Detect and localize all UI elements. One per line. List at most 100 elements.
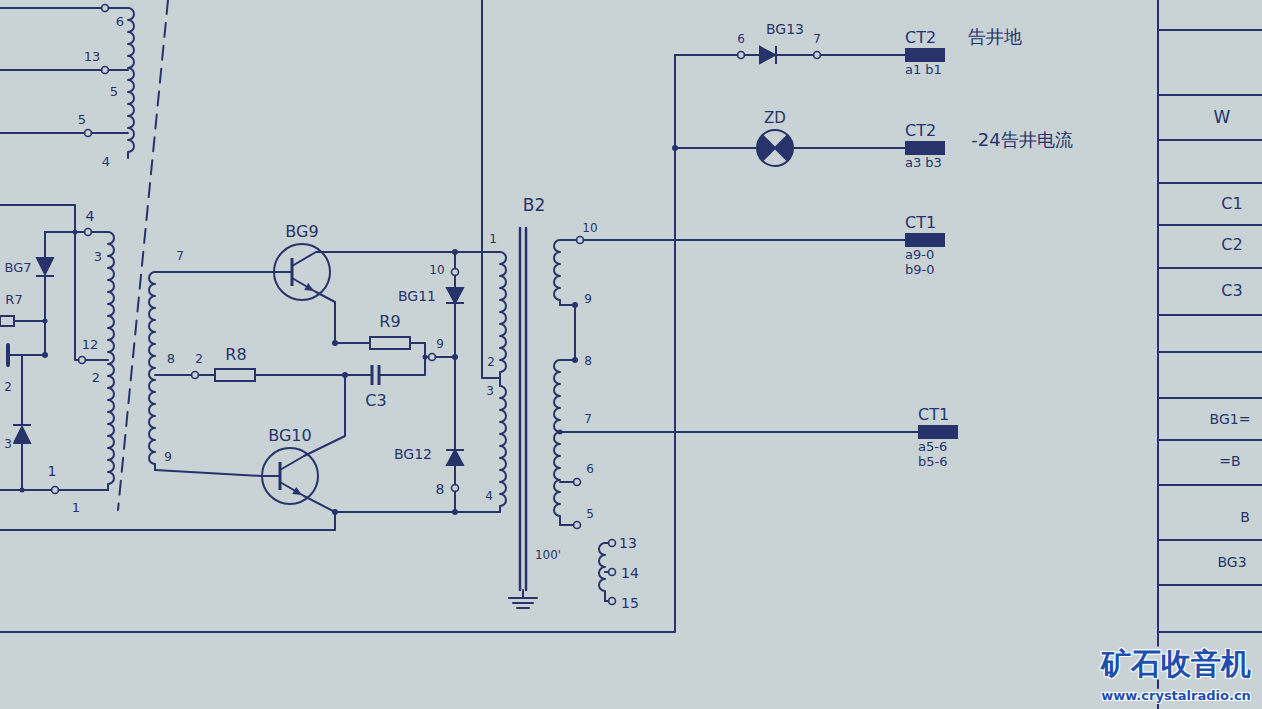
callout-label: 1 <box>488 233 498 246</box>
callout-label: BG7 <box>3 261 32 275</box>
wire <box>675 147 756 149</box>
callout-label: 13 <box>83 50 102 64</box>
callout-label: 1 <box>47 464 58 479</box>
connector-terminal <box>577 237 584 244</box>
wire <box>560 524 574 526</box>
connector-terminal <box>192 372 199 379</box>
wire <box>316 251 500 253</box>
wire <box>776 54 814 56</box>
table-line <box>1158 224 1262 226</box>
junction-dot <box>452 249 458 255</box>
connector-terminal <box>102 5 109 12</box>
transistor-symbol <box>260 446 320 506</box>
callout-label: 5 <box>77 113 87 127</box>
transistor-body <box>262 448 318 504</box>
coil-symbol <box>108 232 114 490</box>
callout-label: 8 <box>583 355 593 368</box>
callout-label: 6 <box>115 15 125 29</box>
table-line <box>1158 267 1262 269</box>
callout-label: 3 <box>93 250 103 264</box>
transistor-body <box>274 244 330 300</box>
wire <box>0 7 102 9</box>
callout-label: 7 <box>812 33 822 46</box>
callout-label: 10 <box>428 264 445 277</box>
wire <box>92 132 129 134</box>
callout-label: 告井地 <box>967 27 1023 47</box>
callout-label: C3 <box>364 392 387 410</box>
table-line <box>1158 397 1262 399</box>
connector-terminal <box>574 522 581 529</box>
wire <box>199 374 216 376</box>
diode-symbol <box>37 258 53 274</box>
callout-label: 3 <box>3 438 13 451</box>
wire <box>155 470 262 476</box>
collector-lead <box>280 456 304 470</box>
lamp-cross <box>762 135 787 160</box>
wire <box>584 239 906 241</box>
callout-label: 10 <box>581 222 598 235</box>
emitter-arrow <box>292 487 302 495</box>
connector-terminal <box>609 540 616 547</box>
wire <box>0 69 102 71</box>
connector-terminal <box>609 569 616 576</box>
junction-dot <box>73 230 78 235</box>
diode-symbol <box>760 47 775 63</box>
diode-symbol <box>447 450 463 465</box>
callout-label: 4 <box>101 155 111 169</box>
connector-terminal <box>85 229 92 236</box>
table-line <box>1158 30 1262 632</box>
connector-terminal <box>452 269 459 276</box>
callout-label: B2 <box>522 196 546 215</box>
wire <box>155 374 192 376</box>
wire <box>454 492 456 513</box>
table-line <box>1158 439 1262 441</box>
connector-terminal <box>52 487 59 494</box>
table-line <box>1158 314 1262 316</box>
callout-label: 5 <box>109 85 119 99</box>
wire <box>8 354 22 356</box>
connector-bar <box>918 425 958 439</box>
base-bar <box>279 462 282 490</box>
callout-label: BG11 <box>397 289 437 304</box>
junction-dot <box>572 357 578 363</box>
table-line <box>1158 182 1262 184</box>
wire <box>0 55 675 632</box>
resistor-symbol <box>215 369 255 381</box>
connector-block: CT1a9-0 b9-0 <box>900 213 951 277</box>
junction-dot <box>332 509 338 515</box>
callout-label: 2 <box>486 356 496 369</box>
wire <box>560 481 574 483</box>
wire <box>794 147 905 149</box>
junction-dot <box>452 509 458 515</box>
wire <box>0 205 79 360</box>
base-lead <box>274 271 292 273</box>
connector-terminal <box>102 67 109 74</box>
lamp-body <box>757 130 793 166</box>
collector-lead <box>292 252 316 266</box>
callout-label: BG12 <box>393 447 433 462</box>
part-label: BG10 <box>260 426 320 446</box>
callout-label: C2 <box>1220 236 1243 254</box>
part-label: ZD <box>755 108 795 128</box>
diode-symbol <box>446 449 464 451</box>
wire <box>0 489 52 491</box>
junction-dot <box>20 488 25 493</box>
transistor-symbol <box>272 242 332 302</box>
callout-label: 100' <box>534 549 562 562</box>
callout-label: R8 <box>224 346 247 364</box>
capacitor-symbol <box>372 365 379 385</box>
diode-symbol <box>775 46 777 64</box>
callout-label: 4 <box>484 490 494 503</box>
callout-label: 2 <box>91 371 101 385</box>
diode-symbol <box>446 302 464 304</box>
emitter-lead <box>292 278 316 292</box>
ground-symbol <box>517 607 529 609</box>
wire <box>560 431 918 433</box>
wire <box>21 443 23 490</box>
callout-label: 15 <box>620 596 640 611</box>
wire <box>482 0 500 378</box>
pin-label: a9-0 b9-0 <box>905 247 951 277</box>
coil-symbol <box>500 386 506 512</box>
